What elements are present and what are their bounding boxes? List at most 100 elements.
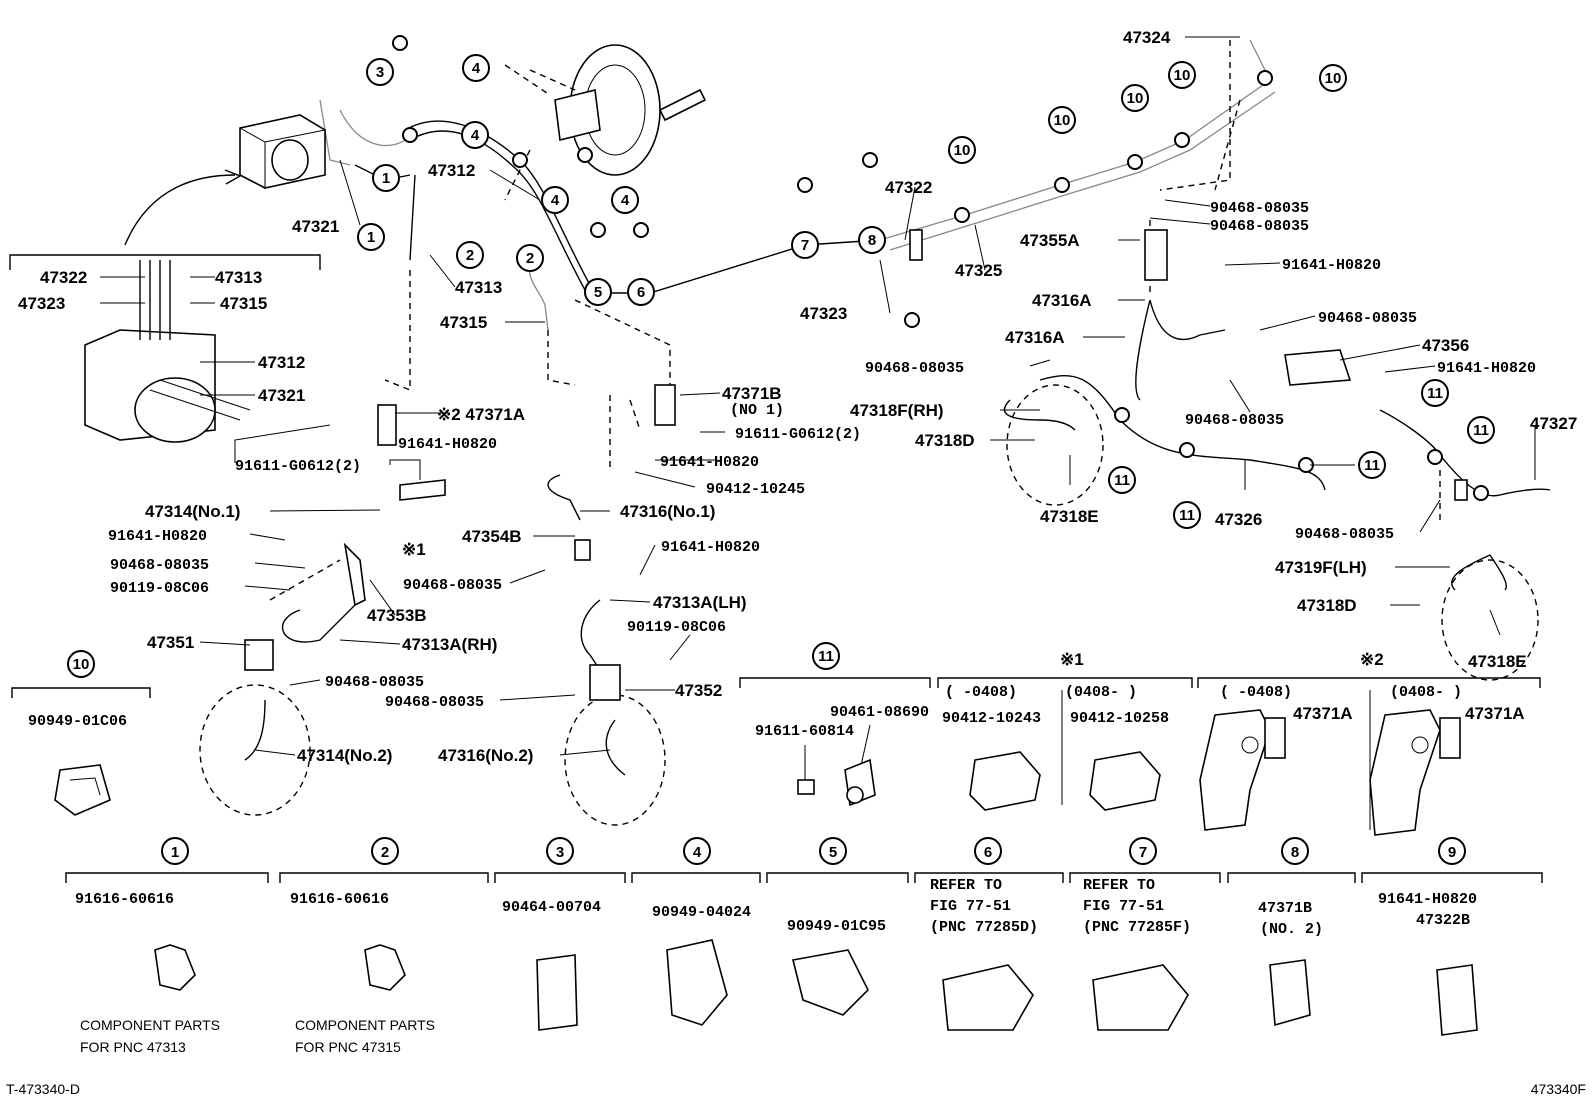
callout-47313-main: 47313 — [455, 278, 502, 297]
bottom-detail-number: 3 — [556, 844, 564, 861]
bottom-detail-text: 47322B — [1416, 912, 1470, 929]
bottom-detail-text: (PNC 77285F) — [1083, 919, 1191, 936]
ref-number-7: 7 — [801, 237, 809, 254]
bottom-detail-circle — [974, 837, 1002, 865]
callout-47316A: 47316A — [1005, 328, 1065, 347]
bottom-detail-part — [1436, 964, 1478, 1036]
ref-circle-7 — [791, 231, 819, 259]
ref-circle-11 — [1173, 501, 1201, 529]
ref-number-1: 1 — [367, 229, 375, 246]
bottom-detail-number: 9 — [1448, 844, 1456, 861]
ref-circle-11 — [1427, 449, 1443, 465]
callout-47322-main: 47322 — [885, 178, 932, 197]
callout-47324: 47324 — [1123, 28, 1171, 47]
callout-47322: 47322 — [40, 268, 87, 287]
bottom-detail-circle — [1281, 837, 1309, 865]
ref-circle-11 — [1473, 485, 1489, 501]
ref-circle-10 — [1257, 70, 1273, 86]
callout-90468-08035: 90468-08035 — [1295, 526, 1394, 543]
bottom-detail-circle — [546, 837, 574, 865]
bottom-detail-text: 91641-H0820 — [1378, 891, 1477, 908]
callout-47318D: 47318D — [1297, 596, 1357, 615]
ref-circle-11 — [1108, 466, 1136, 494]
bottom-detail-3: 3 90464-00704 — [494, 837, 626, 1031]
detail-x2-range-b: (0408- ) — [1390, 684, 1462, 701]
detail-x1-part-b: 90412-10258 — [1070, 710, 1169, 727]
callout-47356: 47356 — [1422, 336, 1469, 355]
ref-circle-3 — [366, 58, 394, 86]
bottom-detail-part — [1269, 959, 1311, 1027]
detail-x1-part-a: 90412-10243 — [942, 710, 1041, 727]
detail-bracket-box — [9, 169, 321, 270]
ref-number-2: 2 — [526, 250, 534, 267]
bottom-detail-9: 9 91641-H0820 47322B — [1361, 837, 1543, 1036]
bottom-detail-number: 2 — [381, 844, 389, 861]
callout-47318E: 47318E — [1468, 652, 1527, 671]
callout-47314-no2: 47314(No.2) — [297, 746, 392, 765]
ref-circle-2 — [456, 241, 484, 269]
ref-circle-10 — [1319, 64, 1347, 92]
callout-47316-no2: 47316(No.2) — [438, 746, 533, 765]
bottom-detail-text: (NO. 2) — [1260, 921, 1323, 938]
detail-x2-part-b: 47371A — [1465, 704, 1525, 723]
ref-circle-10 — [1168, 61, 1196, 89]
bottom-detail-number: 7 — [1139, 844, 1147, 861]
bottom-detail-part — [364, 944, 406, 991]
callout-91611-G0612: 91611-G0612(2) — [735, 426, 861, 443]
detail-x2: ※2 ( -0408) (0408- ) 47371A 47371A — [1197, 650, 1541, 836]
ref-number-10: 10 — [1127, 90, 1144, 107]
callout-47321: 47321 — [292, 217, 339, 236]
bottom-detail-number: 5 — [829, 844, 837, 861]
ref-number-11: 11 — [1179, 507, 1195, 524]
ref-circle-11 — [1467, 416, 1495, 444]
callout-91641-H0820: 91641-H0820 — [1282, 257, 1381, 274]
ref-circle-4 — [611, 186, 639, 214]
bottom-detail-caption: COMPONENT PARTS — [295, 1017, 435, 1033]
figure-code-left: T-473340-D — [6, 1081, 80, 1097]
callout-47313A-RH: 47313A(RH) — [402, 635, 497, 654]
ref-circle-4 — [461, 121, 489, 149]
bottom-detail-caption: COMPONENT PARTS — [80, 1017, 220, 1033]
callout-47326: 47326 — [1215, 510, 1262, 529]
ref-circle-11 — [1179, 442, 1195, 458]
ref-number-11: 11 — [1364, 457, 1380, 474]
bottom-detail-number: 1 — [171, 844, 179, 861]
actuator-inset-sketch — [84, 260, 251, 443]
bottom-detail-part — [154, 944, 196, 991]
callout-91611-G0612: 91611-G0612(2) — [235, 458, 361, 475]
bottom-detail-text: FIG 77-51 — [930, 898, 1011, 915]
ref-number-5: 5 — [594, 284, 602, 301]
callout-labels: 47324 47312 47321 47322 47313 47323 4731… — [18, 28, 1577, 765]
ref-circle-10 — [1127, 154, 1143, 170]
callout-47313A-LH: 47313A(LH) — [653, 593, 747, 612]
callout-47351: 47351 — [147, 633, 194, 652]
callout-90468-08035: 90468-08035 — [1210, 200, 1309, 217]
callout-47316A: 47316A — [1032, 291, 1092, 310]
bottom-detail-text: 90949-04024 — [652, 904, 751, 921]
ref-circle-10 — [1048, 106, 1076, 134]
callout-47318E: 47318E — [1040, 507, 1099, 526]
detail-x1-mark: ※1 — [1060, 650, 1084, 669]
ref-circle-4 — [392, 35, 408, 51]
bottom-detail-number: 8 — [1291, 844, 1299, 861]
detail-10: 10 90949-01C06 — [11, 650, 151, 816]
bottom-detail-caption: FOR PNC 47313 — [80, 1039, 186, 1055]
callout-47313: 47313 — [215, 268, 262, 287]
bottom-detail-number: 6 — [984, 844, 992, 861]
callout-90468-08035: 90468-08035 — [1185, 412, 1284, 429]
callout-47371A: ※2 47371A — [437, 405, 525, 424]
bottom-detail-text: 90464-00704 — [502, 899, 601, 916]
ref-circle-11 — [1421, 379, 1449, 407]
ref-number-4: 4 — [472, 60, 481, 77]
ref-circle-1 — [372, 164, 400, 192]
wheel-outlines — [199, 384, 1539, 826]
callout-90468-08035: 90468-08035 — [325, 674, 424, 691]
callout-91641-H0820: 91641-H0820 — [661, 539, 760, 556]
bottom-detail-part — [536, 954, 578, 1031]
callout-47323: 47323 — [18, 294, 65, 313]
